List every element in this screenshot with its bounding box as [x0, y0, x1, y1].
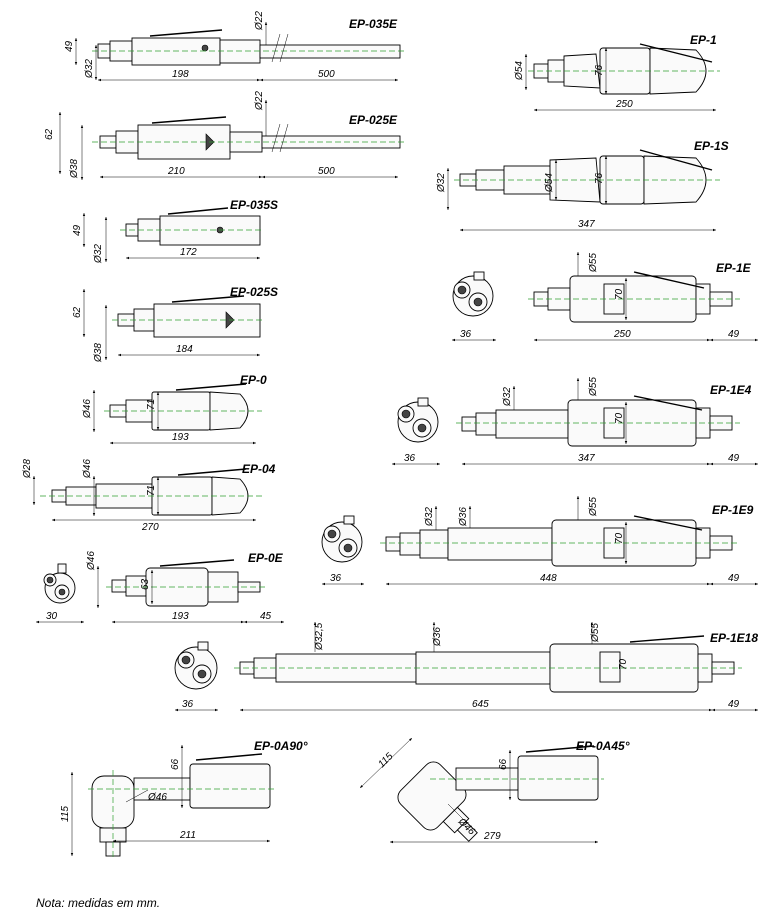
- tool-ep-1e9: EP-1E9 Ø32 Ø36 Ø55 70 36 448 49: [321, 496, 758, 586]
- dim-ep-1s-body: 76: [594, 172, 605, 184]
- tool-ep-0: EP-0 Ø46 71 193: [82, 373, 267, 445]
- dim-ep-1s-diameter: Ø54: [544, 173, 555, 193]
- dim-ep-0-diameter: Ø46: [82, 399, 93, 419]
- dim-ep-1e4-shaft: Ø32: [502, 387, 513, 407]
- dim-ep-1e-length: 250: [613, 329, 631, 340]
- dim-ep-025s-length: 184: [176, 344, 193, 355]
- dim-ep-0a90-diameter: Ø46: [147, 792, 167, 803]
- dim-ep-1e18-body: 70: [618, 658, 629, 670]
- dim-ep-1e-diameter: Ø55: [588, 253, 599, 273]
- tool-ep-0e-label: EP-0E: [248, 551, 284, 565]
- dim-ep-0e-hose: 45: [260, 611, 272, 622]
- dim-ep-1e9-width: 36: [330, 573, 342, 584]
- dim-ep-035s-diameter: Ø32: [93, 244, 104, 264]
- tool-ep-0-label: EP-0: [240, 373, 267, 387]
- tool-ep-04: EP-04 Ø28 Ø46 71 270: [22, 459, 276, 533]
- dim-ep-1e18-width: 36: [182, 699, 194, 710]
- tool-ep-1s-label: EP-1S: [694, 139, 729, 153]
- dim-ep-025e-shaft: Ø22: [254, 91, 265, 111]
- dim-ep-04-length: 270: [141, 522, 159, 533]
- dim-ep-1e4-length: 347: [578, 453, 595, 464]
- dim-ep-1e9-tube: Ø36: [458, 507, 469, 527]
- dim-ep-035e-diameter: Ø32: [84, 59, 95, 79]
- dim-ep-04-nose: Ø28: [22, 459, 33, 479]
- dim-ep-1e9-diameter: Ø55: [588, 497, 599, 517]
- dim-ep-1e18-length: 645: [472, 699, 489, 710]
- dim-ep-035e-height: 49: [64, 40, 75, 52]
- tool-ep-1e4-label: EP-1E4: [710, 383, 752, 397]
- dim-ep-0a90-length: 211: [179, 830, 196, 841]
- dim-ep-025s-diameter: Ø38: [93, 343, 104, 363]
- tool-ep-1e4: EP-1E4 Ø32 Ø55 70 36 347 49: [392, 377, 758, 466]
- dim-ep-1e9-shaft: Ø32: [424, 507, 435, 527]
- dim-ep-1e-width: 36: [460, 329, 472, 340]
- dim-ep-1e-hose: 49: [728, 329, 740, 340]
- dim-ep-025e-diameter: Ø38: [69, 159, 80, 179]
- dim-ep-025e-length: 210: [167, 166, 185, 177]
- dim-ep-1s-length: 347: [578, 219, 595, 230]
- dim-ep-0a45-diagonal: 115: [376, 751, 395, 770]
- dim-ep-035e-extension: 500: [318, 69, 335, 80]
- dim-ep-0e-width: 30: [46, 611, 58, 622]
- tool-ep-025s: EP-025S 62 Ø38 184: [72, 285, 278, 363]
- dim-ep-1e4-body: 70: [614, 412, 625, 424]
- dim-ep-035e-shaft: Ø22: [254, 11, 265, 31]
- tool-ep-035s: EP-035S 49 Ø32 172: [72, 198, 278, 264]
- tool-ep-1-label: EP-1: [690, 33, 717, 47]
- tool-ep-035s-label: EP-035S: [230, 198, 278, 212]
- tool-ep-1e18-label: EP-1E18: [710, 631, 758, 645]
- tool-ep-025e-label: EP-025E: [349, 113, 398, 127]
- tool-ep-1e9-label: EP-1E9: [712, 503, 754, 517]
- dim-ep-0-length: 193: [172, 432, 189, 443]
- dim-ep-1-length: 250: [615, 99, 633, 110]
- tool-ep-0a45: EP-0A45° 115 66 Ø46 279: [359, 737, 630, 844]
- measurement-note: Nota: medidas em mm.: [36, 896, 161, 910]
- tool-ep-035e-label: EP-035E: [349, 17, 398, 31]
- dim-ep-0a90-length-vertical: 115: [60, 806, 71, 822]
- dim-ep-035s-length: 172: [180, 247, 197, 258]
- tool-ep-025e: EP-025E 62 Ø38 Ø22 210 500: [44, 91, 404, 180]
- dim-ep-1e4-hose: 49: [728, 453, 740, 464]
- dim-ep-0a45-length: 279: [483, 831, 501, 842]
- dim-ep-1e18-shaft: Ø32,5: [314, 622, 325, 651]
- tool-ep-025s-label: EP-025S: [230, 285, 278, 299]
- dim-ep-1e9-hose: 49: [728, 573, 740, 584]
- dim-ep-0e-diameter: Ø46: [86, 551, 97, 571]
- tool-ep-035e: EP-035E 49 Ø32 Ø22 198 500: [64, 11, 404, 82]
- tool-ep-0a90-label: EP-0A90°: [254, 739, 308, 753]
- dim-ep-0a90-height: 66: [170, 758, 181, 770]
- tool-ep-04-label: EP-04: [242, 462, 276, 476]
- dim-ep-1e18-diameter: Ø55: [590, 623, 601, 643]
- dim-ep-04-diameter: Ø46: [82, 459, 93, 479]
- tool-ep-0e: EP-0E Ø46 63 30 193 45: [36, 551, 284, 624]
- tool-ep-1e-label: EP-1E: [716, 261, 752, 275]
- tool-ep-0a45-label: EP-0A45°: [576, 739, 630, 753]
- tool-ep-1e: EP-1E Ø55 70 36 250 49: [452, 252, 758, 342]
- dim-ep-035s-height: 49: [72, 224, 83, 236]
- dim-ep-0e-length: 193: [172, 611, 189, 622]
- dim-ep-1e9-body: 70: [614, 532, 625, 544]
- tool-ep-1: EP-1 Ø54 76 250: [514, 33, 720, 112]
- tool-ep-0a90: EP-0A90° 66 115 Ø46 211: [60, 739, 308, 860]
- dim-ep-1e9-length: 448: [540, 573, 557, 584]
- dim-ep-1s-nose: Ø32: [436, 173, 447, 193]
- dim-ep-035e-length: 198: [172, 69, 189, 80]
- dim-ep-0e-body: 63: [140, 578, 151, 590]
- dim-ep-1-body: 76: [594, 64, 605, 76]
- dim-ep-1e4-width: 36: [404, 453, 416, 464]
- dim-ep-025e-extension: 500: [318, 166, 335, 177]
- dim-ep-1e18-tube: Ø36: [432, 627, 443, 647]
- dim-ep-0a45-height: 66: [498, 758, 509, 770]
- dim-ep-025e-height: 62: [44, 128, 55, 140]
- tool-ep-1e18: EP-1E18 Ø32,5 Ø36 Ø55 70 36 645 49: [174, 622, 758, 712]
- tool-ep-1s: EP-1S Ø32 Ø54 76 347: [436, 139, 729, 232]
- dim-ep-04-body: 71: [146, 485, 157, 496]
- dim-ep-1e-body: 70: [614, 288, 625, 300]
- dim-ep-025s-height: 62: [72, 306, 83, 318]
- dim-ep-0-body: 71: [146, 399, 157, 410]
- dim-ep-1e4-diameter: Ø55: [588, 377, 599, 397]
- dim-ep-1e18-hose: 49: [728, 699, 740, 710]
- dim-ep-1-diameter: Ø54: [514, 61, 525, 81]
